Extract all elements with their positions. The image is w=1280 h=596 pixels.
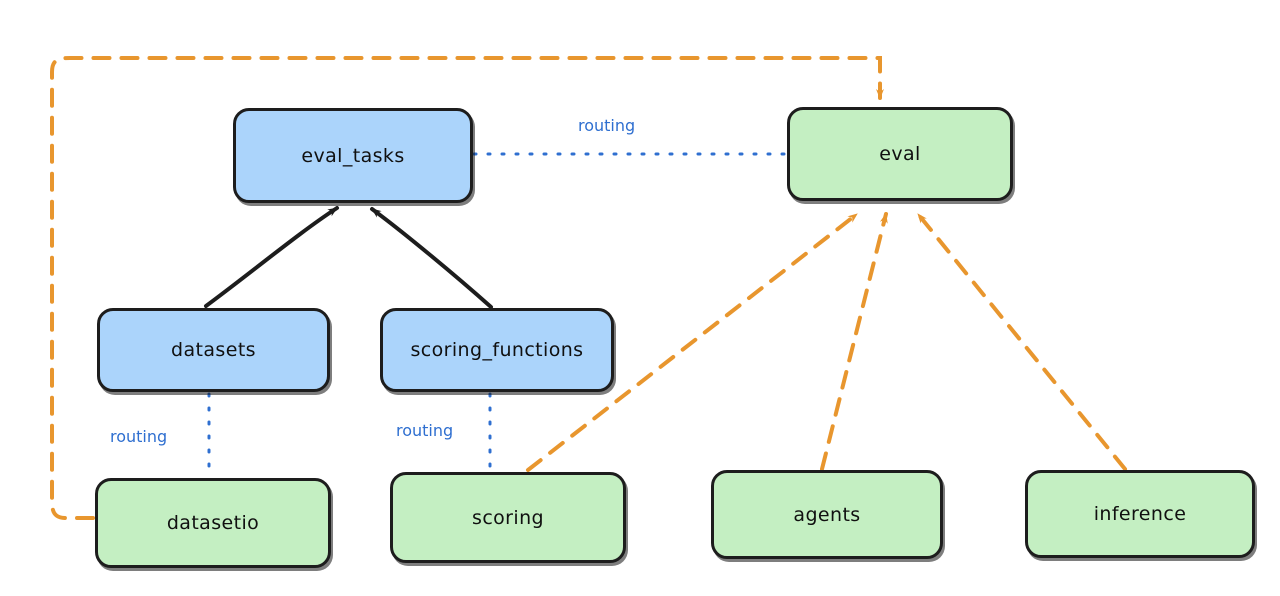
node-scoring[interactable]: scoring: [390, 472, 626, 563]
node-label: inference: [1093, 503, 1187, 525]
edge-inference-to-eval: [916, 212, 1127, 471]
node-eval-tasks[interactable]: eval_tasks: [233, 108, 473, 203]
edge-scoring_functions-to-eval_tasks: [370, 207, 493, 309]
edge-label-routing-eval-tasks-eval: routing: [578, 116, 636, 135]
node-label: eval_tasks: [301, 144, 405, 167]
edge-label-routing-datasets-datasetio: routing: [110, 427, 168, 446]
node-datasets[interactable]: datasets: [97, 308, 330, 392]
edge-scoring-to-eval: [526, 212, 859, 472]
node-datasetio[interactable]: datasetio: [95, 478, 331, 568]
node-label: scoring: [472, 506, 544, 529]
node-inference[interactable]: inference: [1025, 470, 1255, 558]
node-label: scoring_functions: [410, 339, 584, 361]
edge-datasetio-to-eval: [50, 56, 884, 520]
node-scoring-functions[interactable]: scoring_functions: [380, 308, 614, 392]
node-agents[interactable]: agents: [711, 470, 943, 559]
node-eval[interactable]: eval: [787, 107, 1013, 201]
node-label: datasetio: [166, 512, 260, 534]
node-label: datasets: [171, 339, 256, 361]
edge-label-routing-scoring-functions-scoring: routing: [396, 421, 454, 440]
node-label: eval: [879, 143, 921, 165]
edge-agents-to-eval: [820, 212, 888, 471]
edge-datasets-to-eval_tasks: [204, 206, 339, 308]
node-label: agents: [793, 503, 861, 526]
